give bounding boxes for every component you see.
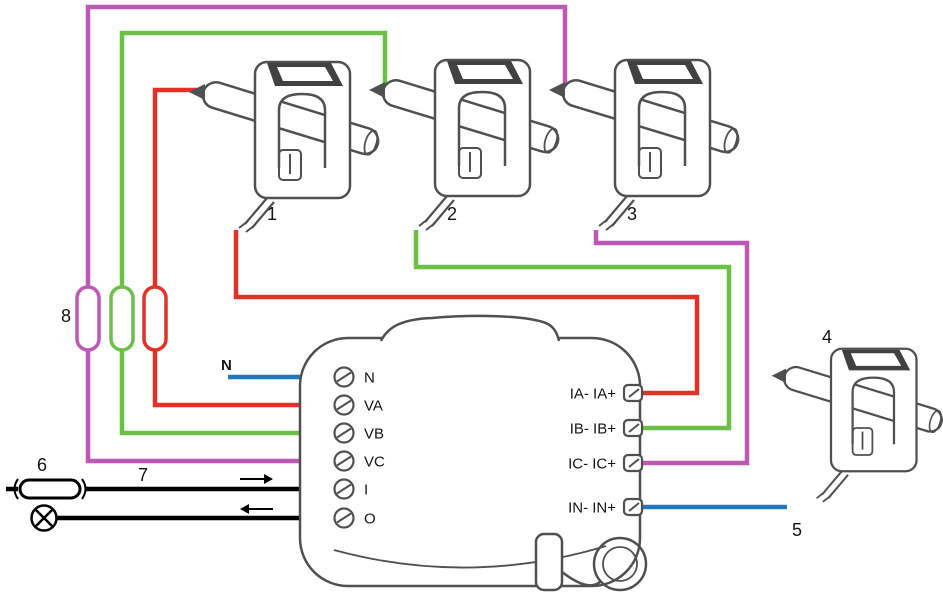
right-terminals xyxy=(622,383,644,517)
label-ct1: 1 xyxy=(267,204,277,224)
ct-1 xyxy=(189,62,381,232)
arrow-in-head xyxy=(264,474,273,484)
loop-red xyxy=(142,285,168,352)
lamp-symbol xyxy=(30,504,58,532)
wire-red-ia xyxy=(233,230,700,396)
terminal-label-i: I xyxy=(364,482,368,499)
meter-bottom-contour xyxy=(333,545,607,569)
cable-gland xyxy=(534,532,564,592)
ct-2 xyxy=(369,60,561,230)
label-ct3: 3 xyxy=(627,204,637,224)
wire-magenta-ic xyxy=(593,230,750,466)
terminal-label-ib: IB- IB+ xyxy=(570,421,617,438)
terminal-label-n: N xyxy=(364,370,375,387)
wire-red-va xyxy=(152,87,307,408)
screw-slot xyxy=(336,512,352,524)
meter-top-bump xyxy=(379,314,561,342)
arrow-out-head xyxy=(240,504,249,514)
screw-slot xyxy=(336,371,352,383)
breaker-symbol xyxy=(13,478,87,500)
screw-slot xyxy=(336,427,352,439)
screw-slot xyxy=(628,423,640,433)
screw-slot xyxy=(336,399,352,411)
terminal-label-in: IN- IN+ xyxy=(568,500,616,517)
label-ct2: 2 xyxy=(447,204,457,224)
screw-slot xyxy=(336,483,352,495)
wire-magenta-vc xyxy=(85,4,568,464)
terminal-label-o: O xyxy=(364,511,376,528)
cable-coil-inner xyxy=(602,546,638,582)
label-ct4: 4 xyxy=(822,327,832,347)
meter-device xyxy=(298,314,648,592)
label-neutral-wire: N xyxy=(221,357,232,374)
ct-3 xyxy=(549,60,741,230)
screw-slot xyxy=(336,455,352,467)
terminal-label-ia: IA- IA+ xyxy=(570,386,617,403)
screw-slot xyxy=(628,502,640,512)
label-wire-loops: 8 xyxy=(61,306,71,326)
wire-green-vb xyxy=(119,30,388,436)
screw-slot xyxy=(628,458,640,468)
loop-magenta xyxy=(75,285,101,352)
label-breaker: 6 xyxy=(37,455,47,475)
loop-green xyxy=(109,285,135,352)
left-terminals xyxy=(333,366,355,529)
terminal-label-vb: VB xyxy=(364,426,384,443)
label-neutral-ct-wire: 5 xyxy=(792,520,802,540)
terminal-label-vc: VC xyxy=(364,454,385,471)
cable-coil-lead xyxy=(561,571,601,587)
terminal-label-ic: IC- IC+ xyxy=(568,456,616,473)
cable-coil xyxy=(592,536,648,592)
wire-green-ib xyxy=(413,230,732,431)
label-supply-wires: 7 xyxy=(138,465,148,485)
screw-slot xyxy=(628,388,640,398)
terminal-label-va: VA xyxy=(364,398,383,415)
ct-4 xyxy=(772,349,943,502)
